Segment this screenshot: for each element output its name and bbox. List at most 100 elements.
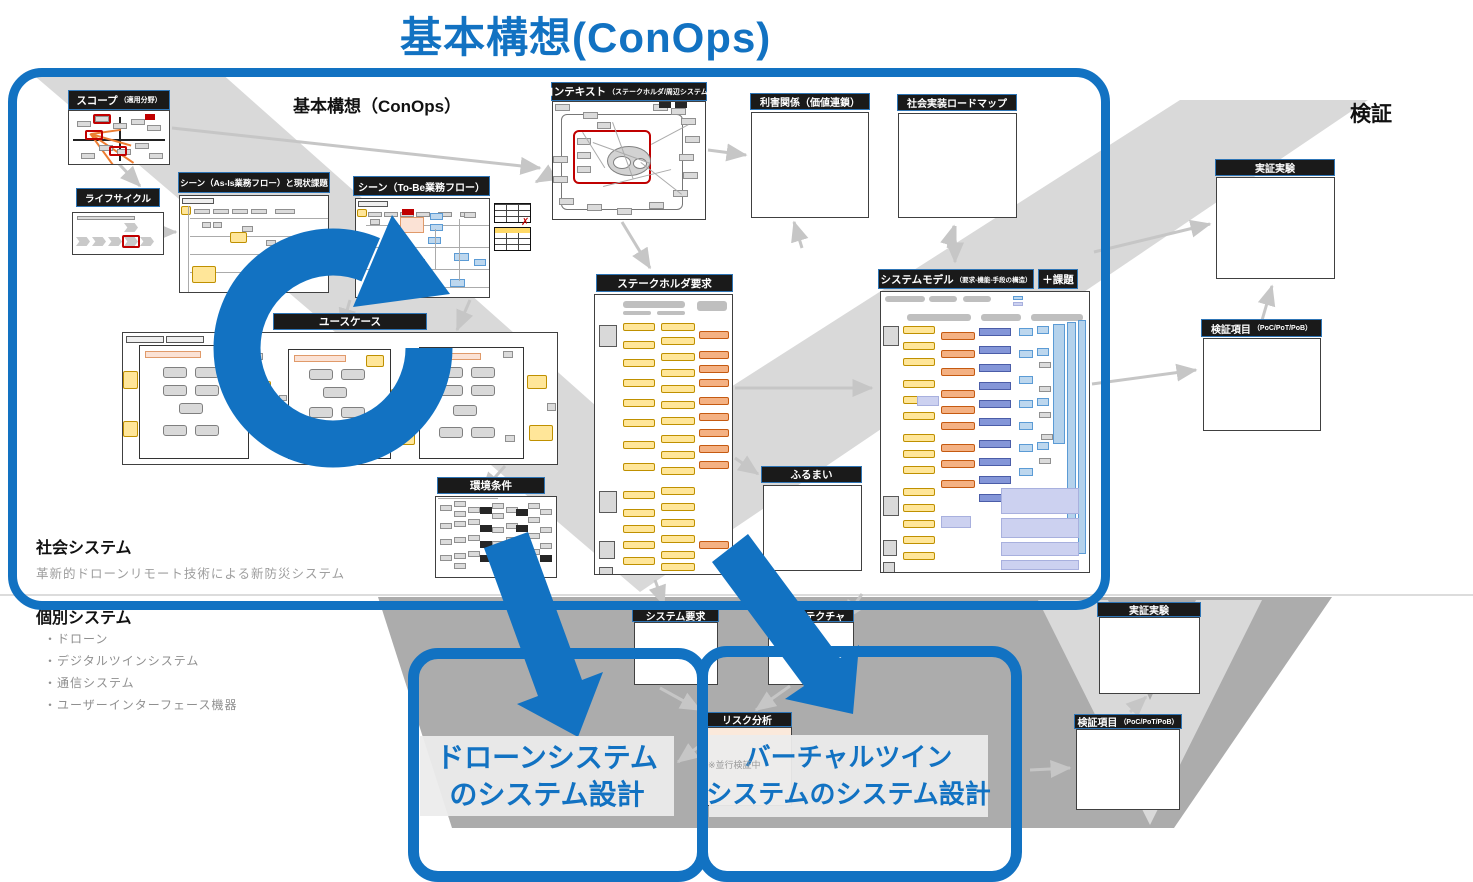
deco-shape <box>1031 314 1083 321</box>
deco-shape <box>903 466 935 474</box>
deco-shape <box>123 421 138 437</box>
deco-shape <box>979 440 1011 448</box>
deco-shape <box>963 296 991 302</box>
deco-shape <box>147 125 161 131</box>
deco-shape <box>135 143 149 149</box>
deco-shape <box>941 332 975 340</box>
deco-shape <box>370 219 380 225</box>
deco-shape <box>492 513 504 519</box>
deco-shape <box>108 237 122 246</box>
panel-stakeholder-req-title: ステークホルダ要求 <box>617 277 712 290</box>
individual-item-drone: ・ドローン <box>44 632 109 646</box>
deco-shape <box>454 253 469 261</box>
deco-shape <box>685 136 700 143</box>
deco-shape <box>540 555 552 562</box>
deco-shape <box>505 435 515 442</box>
deco-shape <box>139 345 249 459</box>
conops-slide: スコープ（適用分野） ライフサイクル シーン（As-Is業務フロー）と現状課題 … <box>0 14 1473 882</box>
deco-shape <box>251 209 267 214</box>
deco-shape <box>280 276 292 284</box>
deco-shape <box>195 367 219 378</box>
panel-scene-asis-header: シーン（As-Is業務フロー）と現状課題 <box>178 172 330 193</box>
deco-shape <box>471 427 495 438</box>
deco-shape <box>661 535 695 543</box>
deco-shape <box>657 311 685 315</box>
upper-experiment-header: 実証実験 <box>1215 159 1335 176</box>
panel-scope-title: スコープ <box>76 94 118 107</box>
deco-shape <box>92 237 106 246</box>
deco-shape <box>1037 442 1049 450</box>
deco-shape <box>516 541 528 548</box>
deco-shape <box>623 311 651 315</box>
deco-shape <box>1037 326 1049 334</box>
deco-shape <box>190 236 328 237</box>
deco-shape <box>699 429 729 437</box>
panel-behavior-header: ふるまい <box>761 466 862 483</box>
deco-shape <box>599 541 615 559</box>
deco-shape <box>195 385 219 396</box>
deco-shape <box>528 549 540 555</box>
deco-shape <box>883 540 897 556</box>
deco-shape <box>903 326 935 334</box>
table-highlight-row <box>495 228 530 233</box>
deco-shape <box>85 130 103 140</box>
deco-shape <box>699 331 729 339</box>
deco-shape <box>1001 542 1079 556</box>
deco-shape <box>232 209 248 214</box>
deco-shape <box>163 385 187 396</box>
deco-shape <box>599 491 617 513</box>
deco-shape <box>474 259 486 266</box>
lower-items-title: 検証項目 <box>1077 718 1118 729</box>
system-req-header: システム要求 <box>632 608 719 623</box>
deco-shape <box>492 555 504 561</box>
deco-shape <box>1039 458 1051 464</box>
deco-shape <box>1019 400 1033 408</box>
deco-shape <box>93 114 111 124</box>
deco-shape <box>319 250 328 256</box>
deco-shape <box>230 232 247 243</box>
deco-shape <box>182 198 214 204</box>
deco-shape <box>1019 422 1033 430</box>
panel-system-model-badge: ＋課題 <box>1038 269 1078 289</box>
deco-shape <box>661 563 695 571</box>
deco-shape <box>366 269 489 270</box>
deco-shape <box>941 444 975 452</box>
deco-shape <box>202 222 211 228</box>
deco-shape <box>323 387 347 398</box>
panel-system-model-note: （要求-機能-手段の構造） <box>955 277 1032 284</box>
deco-shape <box>454 511 466 517</box>
deco-shape <box>366 355 384 367</box>
deco-shape <box>309 369 333 380</box>
deco-shape <box>77 216 135 220</box>
deco-shape <box>681 118 696 125</box>
deco-shape <box>941 406 975 414</box>
deco-shape <box>661 417 695 425</box>
deco-shape <box>623 379 655 387</box>
deco-shape <box>547 403 556 411</box>
deco-shape <box>480 555 492 562</box>
deco-shape <box>430 213 443 220</box>
deco-shape <box>699 365 729 373</box>
deco-shape <box>661 337 695 345</box>
individual-item-digital-twin: ・デジタルツインシステム <box>44 654 200 668</box>
deco-shape <box>529 425 553 441</box>
deco-shape <box>391 389 411 405</box>
deco-shape <box>903 412 935 420</box>
deco-shape <box>480 525 492 532</box>
deco-shape <box>929 296 957 302</box>
deco-shape <box>623 419 655 427</box>
deco-shape <box>661 385 695 393</box>
drone-design-line2: のシステム設計 <box>449 779 645 810</box>
deco-shape <box>553 176 568 183</box>
deco-shape <box>358 201 388 207</box>
deco-shape <box>468 535 480 541</box>
deco-shape <box>1001 488 1079 514</box>
deco-shape <box>453 405 477 416</box>
deco-shape <box>468 551 480 557</box>
deco-shape <box>661 435 695 443</box>
panel-behavior-body <box>763 485 862 571</box>
deco-shape <box>435 229 436 269</box>
panel-roadmap-body <box>898 113 1017 218</box>
deco-shape <box>149 153 163 159</box>
deco-shape <box>527 375 547 389</box>
